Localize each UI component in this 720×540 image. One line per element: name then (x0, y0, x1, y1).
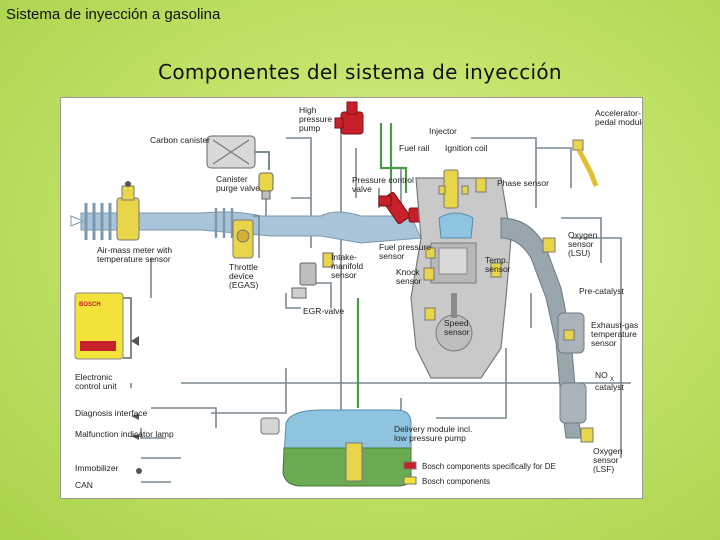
fuel-pressure-sensor-device (425, 247, 436, 259)
label-throttle-device: Throttle (229, 262, 258, 272)
label-high-pressure-pump: High (299, 105, 317, 115)
legend: Bosch components specifically for DE Bos… (403, 461, 556, 486)
label-nox-catalyst: NO (595, 370, 608, 380)
svg-text:low pressure pump: low pressure pump (394, 433, 466, 443)
slide-title: Sistema de inyección a gasolina (6, 6, 221, 23)
label-intake-manifold-sensor: Intake- (331, 252, 357, 262)
carbon-canister (206, 135, 270, 170)
phase-sensor-device (475, 177, 487, 193)
high-pressure-pump (334, 101, 364, 135)
label-carbon-canister: Carbon canister (150, 135, 210, 145)
label-oxygen-sensor-lsf: Oxygen (593, 446, 623, 456)
label-can: CAN (75, 480, 93, 490)
oxygen-sensor-lsf-device (580, 427, 594, 443)
knock-sensor-device (423, 267, 435, 281)
label-accelerator-pedal-module: Accelerator- (595, 108, 641, 118)
engine-block (410, 177, 512, 379)
label-oxygen-sensor-lsu: Oxygen (568, 230, 598, 240)
svg-text:pump: pump (299, 123, 321, 133)
label-phase-sensor: Phase sensor (497, 178, 549, 188)
legend-label-bosch: Bosch components (422, 477, 490, 486)
svg-text:sensor: sensor (568, 239, 594, 249)
label-injector: Injector (429, 126, 457, 136)
svg-text:(LSF): (LSF) (593, 464, 614, 474)
legend-label-de: Bosch components specifically for DE (422, 462, 556, 471)
svg-text:sensor: sensor (593, 455, 619, 465)
connector-markers (131, 414, 142, 474)
svg-text:valve: valve (352, 184, 372, 194)
canister-purge-valve (258, 172, 274, 200)
diagram-canvas: High pressure pump Carbon canister Canis… (70, 101, 646, 490)
throttle-device (232, 215, 260, 259)
label-delivery-module: Delivery module incl. (394, 424, 472, 434)
label-temp-sensor: Temp. (485, 255, 508, 265)
label-egr-valve: EGR-valve (303, 306, 344, 316)
svg-text:purge valve: purge valve (216, 183, 260, 193)
label-immobilizer: Immobilizer (75, 463, 119, 473)
svg-text:X: X (610, 377, 614, 383)
label-ignition-coil: Ignition coil (445, 143, 488, 153)
svg-text:sensor: sensor (591, 338, 617, 348)
exhaust-pipe (500, 217, 587, 439)
legend-swatch-de (403, 461, 417, 470)
ignition-coil (438, 169, 469, 209)
label-speed-sensor: Speed (444, 318, 469, 328)
egr-valve (291, 262, 317, 299)
speed-sensor-device (424, 307, 436, 321)
legend-swatch-bosch (403, 476, 417, 485)
svg-text:manifold: manifold (331, 261, 363, 271)
label-canister-purge-valve: Canister (216, 174, 248, 184)
svg-text:pressure: pressure (299, 114, 332, 124)
svg-text:sensor: sensor (485, 264, 511, 274)
label-pressure-control-valve: Pressure control (352, 175, 414, 185)
label-diagnosis-interface: Diagnosis interface (75, 408, 148, 418)
temp-sensor-device (490, 262, 502, 278)
accelerator-pedal (572, 139, 599, 187)
electronic-control-unit (74, 292, 139, 360)
svg-text:device: device (229, 271, 254, 281)
svg-text:temperature sensor: temperature sensor (97, 254, 171, 264)
svg-text:catalyst: catalyst (595, 382, 624, 392)
label-exhaust-gas-temperature-sensor: Exhaust-gas (591, 320, 638, 330)
air-mass-meter (116, 181, 140, 241)
label-pre-catalyst: Pre-catalyst (579, 286, 625, 296)
label-fuel-rail: Fuel rail (399, 143, 429, 153)
oxygen-sensor-lsu-device (542, 237, 556, 253)
label-electronic-control-unit: Electronic (75, 372, 113, 382)
svg-text:sensor: sensor (396, 276, 422, 286)
svg-text:pedal module: pedal module (595, 117, 642, 127)
svg-text:sensor: sensor (331, 270, 357, 280)
injection-system-diagram: High pressure pump Carbon canister Canis… (60, 97, 646, 499)
label-malfunction-indicator-lamp: Malfunction indicator lamp (75, 429, 174, 439)
svg-text:sensor: sensor (379, 251, 405, 261)
label-air-mass-meter: Air-mass meter with (97, 245, 172, 255)
diagram-labels: High pressure pump Carbon canister Canis… (75, 105, 646, 490)
fuel-tank (260, 409, 412, 487)
svg-text:sensor: sensor (444, 327, 470, 337)
svg-text:temperature: temperature (591, 329, 637, 339)
intake-manifold-sensor-device (322, 252, 334, 268)
svg-text:(LSU): (LSU) (568, 248, 590, 258)
label-knock-sensor: Knock (396, 267, 420, 277)
svg-text:control unit: control unit (75, 381, 117, 391)
ecu-brand-logo: BOSCH (79, 302, 101, 308)
svg-text:(EGAS): (EGAS) (229, 280, 258, 290)
slide-heading: Componentes del sistema de inyección (158, 60, 562, 84)
exhaust-temp-sensor-device (563, 329, 575, 341)
label-fuel-pressure-sensor: Fuel pressure (379, 242, 431, 252)
